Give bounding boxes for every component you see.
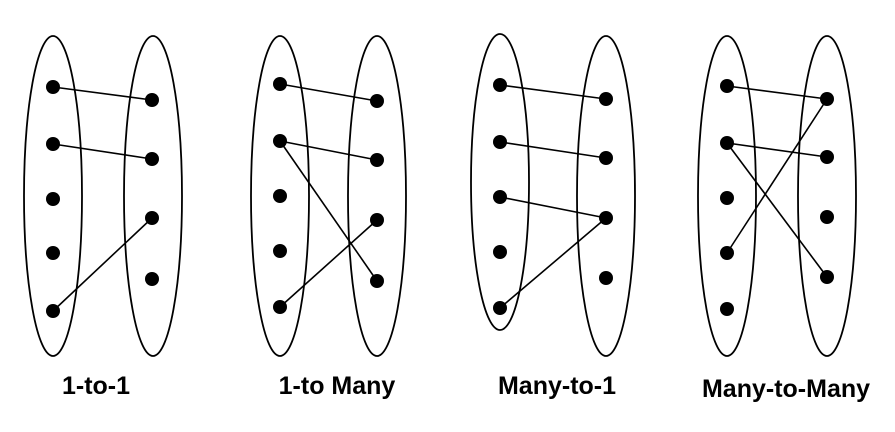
left-element-dot (720, 246, 734, 260)
left-element-dot (273, 134, 287, 148)
left-element-dot (493, 78, 507, 92)
right-element-dot (599, 271, 613, 285)
left-element-dot (273, 244, 287, 258)
right-element-dot (370, 274, 384, 288)
mapping-diagram-4 (697, 35, 857, 357)
label-one-to-many: 1-to Many (278, 372, 396, 400)
right-set-ellipse (576, 35, 636, 357)
right-element-dot (145, 211, 159, 225)
mapping-line (726, 98, 828, 254)
right-set-ellipse (347, 35, 407, 357)
left-element-dot (493, 301, 507, 315)
label-many-to-many: Many-to-Many (701, 375, 871, 403)
right-element-dot (820, 270, 834, 284)
mapping-diagram-1 (23, 35, 183, 357)
left-element-dot (46, 192, 60, 206)
right-element-dot (599, 151, 613, 165)
mapping-line (499, 196, 607, 219)
label-one-to-one: 1-to-1 (61, 372, 131, 400)
right-set-ellipse (123, 35, 183, 357)
right-element-dot (820, 150, 834, 164)
mapping-line (279, 219, 378, 308)
mapping-line (52, 217, 153, 312)
right-element-dot (370, 94, 384, 108)
mapping-line (726, 142, 828, 278)
right-element-dot (145, 152, 159, 166)
left-element-dot (720, 302, 734, 316)
right-element-dot (370, 153, 384, 167)
mapping-line (499, 84, 607, 100)
left-element-dot (273, 77, 287, 91)
left-element-dot (720, 79, 734, 93)
right-element-dot (820, 92, 834, 106)
right-element-dot (599, 211, 613, 225)
left-element-dot (273, 300, 287, 314)
left-element-dot (493, 245, 507, 259)
label-many-to-one: Many-to-1 (497, 372, 617, 400)
left-element-dot (273, 189, 287, 203)
right-element-dot (599, 92, 613, 106)
right-element-dot (145, 93, 159, 107)
left-element-dot (46, 246, 60, 260)
right-set-ellipse (797, 35, 857, 357)
left-element-dot (493, 135, 507, 149)
mapping-line (499, 217, 607, 309)
left-element-dot (720, 191, 734, 205)
left-element-dot (46, 304, 60, 318)
mapping-line (279, 83, 378, 102)
mapping-line (726, 142, 828, 158)
mapping-line (499, 141, 607, 159)
left-element-dot (46, 137, 60, 151)
mapping-line (52, 143, 153, 160)
right-element-dot (370, 213, 384, 227)
mapping-line (279, 140, 378, 161)
mapping-line (279, 140, 378, 282)
mapping-line (52, 86, 153, 101)
mapping-diagram-2 (250, 35, 407, 357)
right-element-dot (820, 210, 834, 224)
left-element-dot (46, 80, 60, 94)
mapping-line (726, 85, 828, 100)
left-set-ellipse (470, 33, 530, 331)
right-element-dot (145, 272, 159, 286)
left-element-dot (493, 190, 507, 204)
left-element-dot (720, 136, 734, 150)
mapping-diagram-3 (470, 33, 636, 357)
